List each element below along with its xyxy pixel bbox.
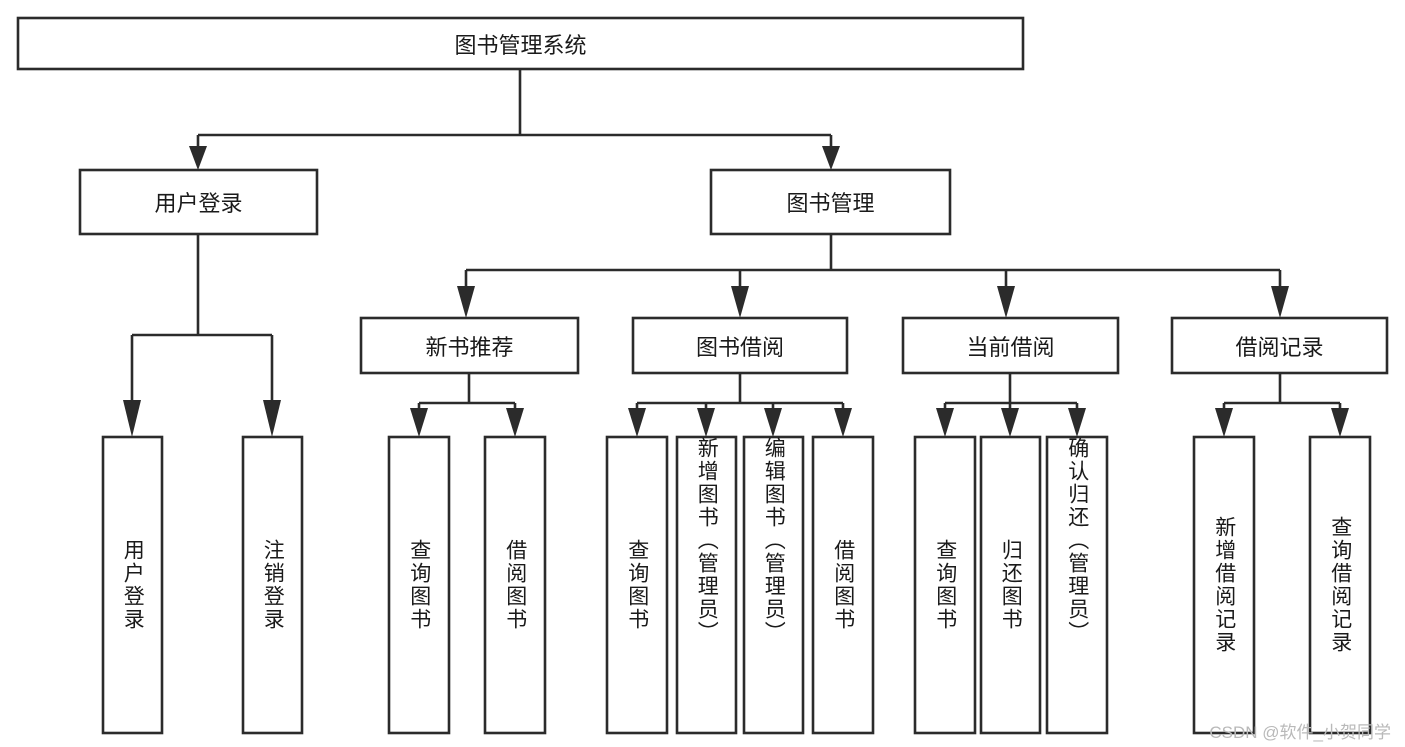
leaf-box-user-login-0[interactable]: [101, 435, 164, 735]
leaf-box-user-login-1[interactable]: [241, 435, 304, 735]
leaf-box-new-book-0[interactable]: [387, 435, 451, 735]
arrow-head-newbook-leaf-1: [410, 408, 428, 437]
arrow-head-to-login: [189, 146, 207, 170]
leaf-box-borrow-record-1[interactable]: [1308, 435, 1372, 735]
arrow-head-login-leaf-2: [263, 400, 281, 437]
leaf-box-current-borrow-1[interactable]: [979, 435, 1042, 735]
arrow-head-to-new-book: [457, 286, 475, 318]
arrow-head-to-book-borrow: [731, 286, 749, 318]
arrow-head-bookborrow-leaf-1: [628, 408, 646, 437]
node-current-borrow[interactable]: [901, 316, 1120, 375]
arrow-head-bookborrow-leaf-2: [697, 408, 715, 437]
arrow-head-borrowrecord-leaf-2: [1331, 408, 1349, 437]
node-book-borrow[interactable]: [631, 316, 849, 375]
node-book-management[interactable]: [709, 168, 952, 236]
arrow-head-bookborrow-leaf-4: [834, 408, 852, 437]
leaf-box-current-borrow-2[interactable]: [1045, 435, 1109, 735]
leaf-box-current-borrow-0[interactable]: [913, 435, 977, 735]
leaf-box-new-book-1[interactable]: [483, 435, 547, 735]
arrow-head-to-current-borrow: [997, 286, 1015, 318]
leaf-box-borrow-record-0[interactable]: [1192, 435, 1256, 735]
arrow-head-currentborrow-leaf-2: [1001, 408, 1019, 437]
leaf-box-book-borrow-2[interactable]: [742, 435, 805, 735]
arrow-head-to-borrow-record: [1271, 286, 1289, 318]
node-user-login[interactable]: [78, 168, 319, 236]
watermark-text: CSDN @软件_小贺同学: [1209, 723, 1391, 742]
arrow-head-login-leaf-1: [123, 400, 141, 437]
node-root-system[interactable]: [16, 16, 1025, 71]
arrow-head-bookborrow-leaf-3: [764, 408, 782, 437]
arrow-head-to-bookmgmt: [822, 146, 840, 170]
arrow-head-borrowrecord-leaf-1: [1215, 408, 1233, 437]
node-new-book-recommend[interactable]: [359, 316, 580, 375]
node-borrow-record[interactable]: [1170, 316, 1389, 375]
arrow-head-currentborrow-leaf-1: [936, 408, 954, 437]
arrow-head-currentborrow-leaf-3: [1068, 408, 1086, 437]
leaf-box-book-borrow-0[interactable]: [605, 435, 669, 735]
leaf-box-book-borrow-3[interactable]: [811, 435, 875, 735]
arrow-head-newbook-leaf-2: [506, 408, 524, 437]
leaf-box-book-borrow-1[interactable]: [675, 435, 738, 735]
